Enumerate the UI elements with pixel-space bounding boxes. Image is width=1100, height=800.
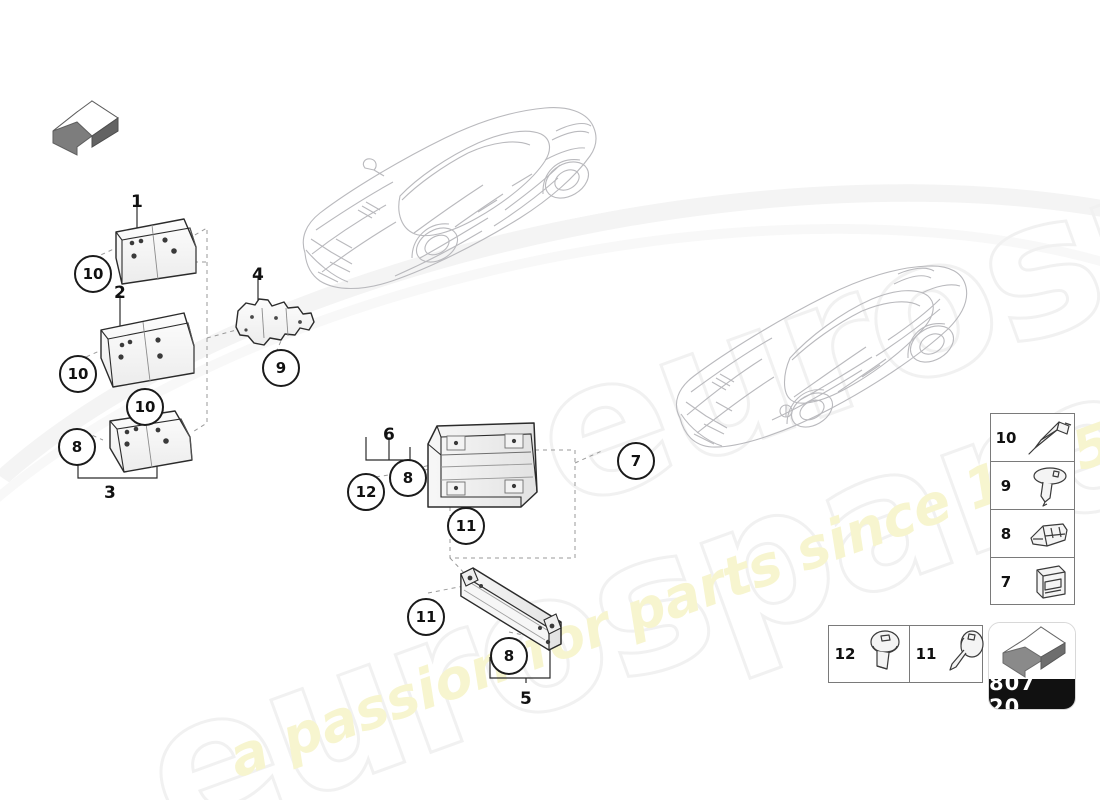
item-label-5: 5 [520,689,532,709]
legend-label-8: 8 [1000,524,1012,543]
screw-icon [861,626,909,682]
part-2-number-plate-bracket-middle [100,312,195,388]
part-group-badge[interactable]: 807 20 [988,622,1076,710]
badge-arrow-icon [989,623,1075,679]
fastener-legend-vertical: 10 9 [990,413,1075,605]
bracket-clip-icon [1021,510,1075,557]
legend-label-11: 11 [915,645,937,663]
badge-part-number: 807 20 [989,671,1075,709]
retainer-icon [1021,558,1075,606]
legend-cell-12[interactable]: 12 [829,626,910,682]
part-6-rear-plate-carrier [427,422,538,508]
item-label-4: 4 [252,265,264,285]
legend-row-7[interactable]: 7 [991,558,1074,606]
legend-label-7: 7 [1000,573,1012,591]
vehicle-rear-three-quarter-view [676,265,968,448]
callout-10-upper[interactable]: 10 [74,255,112,293]
legend-label-9: 9 [1000,476,1012,495]
item-label-3: 3 [104,483,116,503]
part-1-number-plate-bracket-upper [115,218,197,285]
legend-row-9[interactable]: 9 [991,462,1074,510]
vehicle-front-three-quarter-view [302,107,597,289]
fastener-legend-horizontal: 12 11 [828,625,984,683]
callout-9[interactable]: 9 [262,349,300,387]
legend-row-10[interactable]: 10 [991,414,1074,462]
item-label-6: 6 [383,425,395,445]
item-label-2: 2 [114,283,126,303]
legend-row-8[interactable]: 8 [991,510,1074,558]
callout-8-left[interactable]: 8 [58,428,96,466]
callout-8-rail[interactable]: 8 [490,637,528,675]
callout-7[interactable]: 7 [617,442,655,480]
forward-direction-arrow-icon [52,100,119,156]
legend-cell-11[interactable]: 11 [910,626,990,682]
legend-label-10: 10 [995,428,1017,447]
part-4-plate-mount-trim [235,298,315,346]
push-pin-icon [942,626,990,682]
callout-11-lower[interactable]: 11 [407,598,445,636]
item-label-1: 1 [131,192,143,212]
callout-12[interactable]: 12 [347,473,385,511]
clip-icon [1021,462,1075,509]
legend-label-12: 12 [834,645,856,663]
callout-11-upper[interactable]: 11 [447,507,485,545]
callout-10-lower[interactable]: 10 [126,388,164,426]
part-5-rear-plate-rail [460,567,562,652]
rivet-icon [1021,414,1075,461]
callout-10-middle[interactable]: 10 [59,355,97,393]
callout-8-carrier[interactable]: 8 [389,459,427,497]
